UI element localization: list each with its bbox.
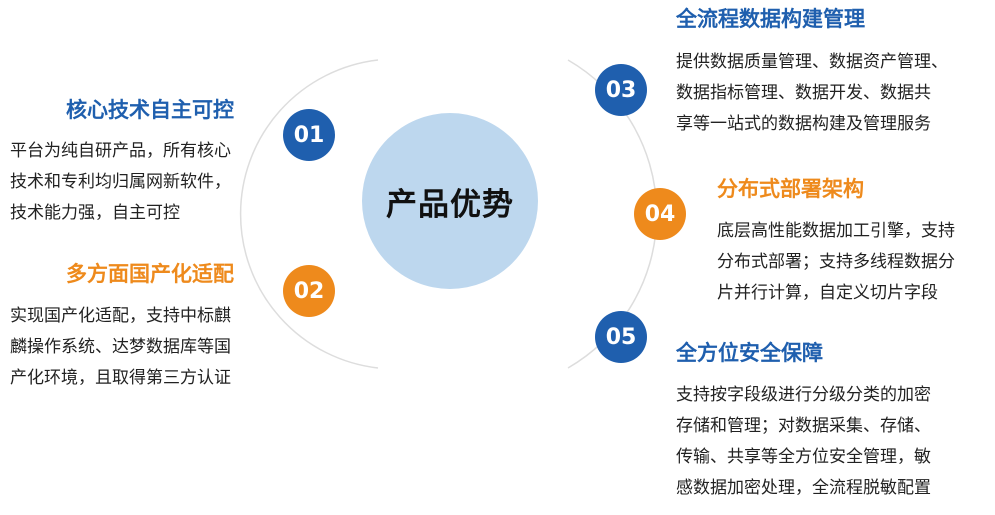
item-03-number: 03 xyxy=(605,77,637,103)
item-05-title: 全方位安全保障 xyxy=(676,341,823,365)
item-05-line: 感数据加密处理，全流程脱敏配置 xyxy=(676,478,931,498)
item-05-line: 支持按字段级进行分级分类的加密 xyxy=(676,385,931,405)
item-01-badge: 01 xyxy=(283,109,335,161)
item-02-badge: 02 xyxy=(283,265,335,317)
item-03-line: 享等一站式的数据构建及管理服务 xyxy=(676,114,931,134)
item-05-line: 传输、共享等全方位安全管理，敏 xyxy=(676,447,931,467)
item-02-number: 02 xyxy=(293,278,325,304)
item-04-badge: 04 xyxy=(634,188,686,240)
item-02-description: 实现国产化适配，支持中标麒 麟操作系统、达梦数据库等国 产化环境，且取得第三方认… xyxy=(10,301,231,394)
item-05-number: 05 xyxy=(605,324,637,350)
item-04-title: 分布式部署架构 xyxy=(717,177,864,201)
item-04-description: 底层高性能数据加工引擎，支持 分布式部署；支持多线程数据分 片并行计算，自定义切… xyxy=(717,216,955,309)
item-01-line: 平台为纯自研产品，所有核心 xyxy=(10,141,231,161)
center-circle: 产品优势 xyxy=(362,113,538,289)
item-04-number: 04 xyxy=(644,201,676,227)
item-01-title: 核心技术自主可控 xyxy=(66,98,234,122)
item-01-number: 01 xyxy=(293,122,325,148)
item-04-line: 底层高性能数据加工引擎，支持 xyxy=(717,221,955,241)
item-05-badge: 05 xyxy=(595,311,647,363)
item-01-line: 技术能力强，自主可控 xyxy=(10,203,180,223)
item-02-line: 产化环境，且取得第三方认证 xyxy=(10,368,231,388)
item-03-line: 数据指标管理、数据开发、数据共 xyxy=(676,83,931,103)
item-01-description: 平台为纯自研产品，所有核心 技术和专利均归属网新软件， 技术能力强，自主可控 xyxy=(10,136,231,229)
item-04-line: 片并行计算，自定义切片字段 xyxy=(717,283,938,303)
item-02-line: 麟操作系统、达梦数据库等国 xyxy=(10,337,231,357)
item-03-badge: 03 xyxy=(595,64,647,116)
item-05-line: 存储和管理；对数据采集、存储、 xyxy=(676,416,931,436)
item-03-title: 全流程数据构建管理 xyxy=(676,7,865,31)
item-02-line: 实现国产化适配，支持中标麒 xyxy=(10,306,231,326)
center-label: 产品优势 xyxy=(386,186,514,223)
item-05-description: 支持按字段级进行分级分类的加密 存储和管理；对数据采集、存储、 传输、共享等全方… xyxy=(676,380,931,504)
item-03-description: 提供数据质量管理、数据资产管理、 数据指标管理、数据开发、数据共 享等一站式的数… xyxy=(676,47,948,140)
item-04-line: 分布式部署；支持多线程数据分 xyxy=(717,252,955,272)
left-arc xyxy=(239,59,379,369)
item-01-line: 技术和专利均归属网新软件， xyxy=(10,172,231,192)
item-02-title: 多方面国产化适配 xyxy=(66,262,234,286)
item-03-line: 提供数据质量管理、数据资产管理、 xyxy=(676,52,948,72)
